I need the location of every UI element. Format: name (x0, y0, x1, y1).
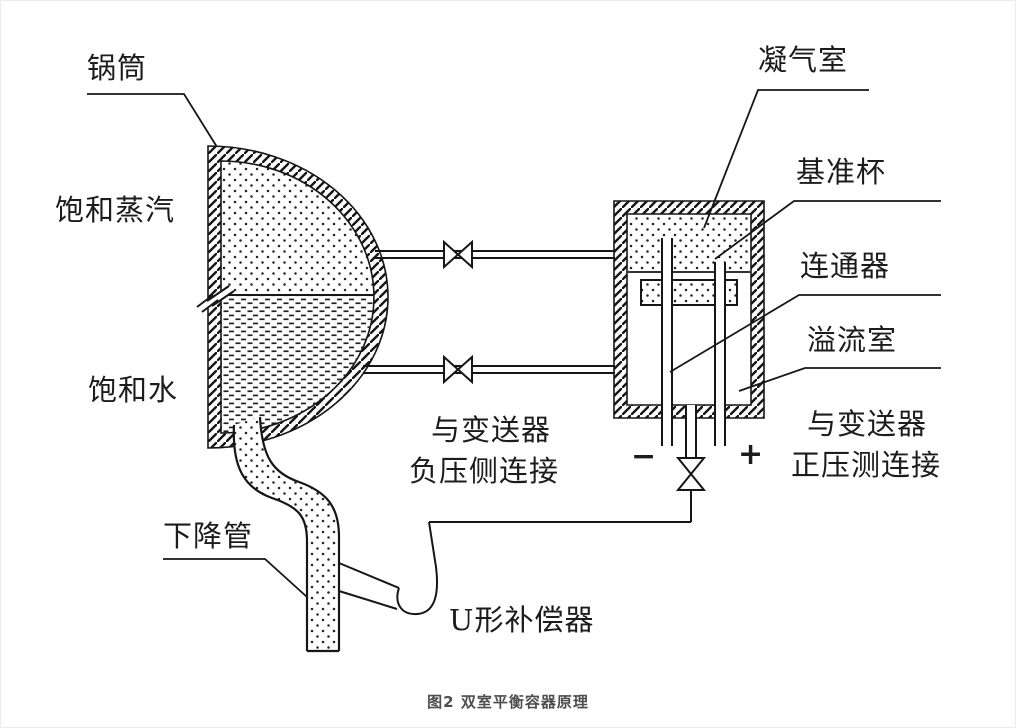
minus-sign: − (631, 439, 657, 474)
condensate-space (628, 215, 750, 272)
balance-vessel (613, 200, 765, 522)
label-negative-side-line1: 与变送器 (431, 413, 552, 447)
leader-lines (87, 89, 941, 598)
label-overflow-chamber: 溢流室 (807, 323, 898, 357)
label-u-compensator: U形补偿器 (449, 603, 595, 637)
positive-tube (714, 262, 726, 446)
leader-downcomer (163, 558, 308, 598)
label-positive-side-line1: 与变送器 (807, 407, 928, 441)
label-condensing-chamber: 凝气室 (758, 43, 849, 77)
plus-sign: + (738, 437, 764, 472)
u-compensator-line (338, 521, 691, 616)
label-drum: 锅筒 (87, 51, 148, 85)
label-positive-side-line2: 正压测连接 (791, 448, 942, 482)
negative-tube (661, 238, 673, 446)
label-saturated-steam: 饱和蒸汽 (55, 193, 176, 227)
label-negative-side-line2: 负压侧连接 (409, 454, 560, 488)
drum-break-mark (196, 285, 235, 313)
label-connector: 连通器 (800, 249, 891, 283)
steam-valve-icon (443, 239, 473, 270)
drum-shell (207, 145, 389, 449)
drain-pipe (675, 405, 707, 522)
leader-overflow-chamber (738, 367, 941, 392)
label-reference-cup: 基准杯 (796, 155, 887, 189)
impulse-pipes (363, 239, 615, 385)
leader-reference-cup (714, 200, 941, 260)
water-valve-icon (443, 354, 473, 385)
drain-valve-icon (675, 457, 707, 491)
leader-connector (669, 294, 941, 373)
figure-caption: 图2 双室平衡容器原理 (427, 693, 589, 711)
label-saturated-water: 饱和水 (88, 373, 179, 407)
label-downcomer: 下降管 (163, 519, 254, 553)
leader-condensing-chamber (703, 89, 869, 229)
boiler-drum (196, 145, 389, 449)
downcomer-pipe (232, 416, 341, 653)
leader-drum (87, 93, 218, 148)
